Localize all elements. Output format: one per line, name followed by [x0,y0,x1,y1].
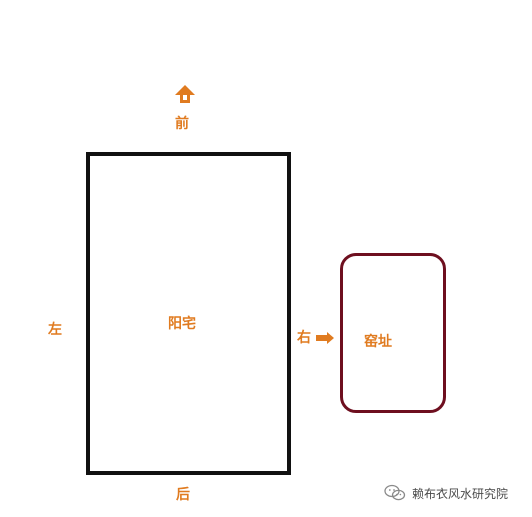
label-right: 右 [297,330,311,346]
house-rectangle [86,152,291,475]
watermark: 赖布衣风水研究院 [384,484,508,502]
label-left: 左 [48,322,62,338]
right-arrow-icon [316,332,334,344]
kiln-site-rectangle [340,253,446,413]
label-back: 后 [176,487,190,503]
label-house: 阳宅 [168,316,196,332]
label-front: 前 [175,116,189,132]
wechat-icon [384,484,406,501]
label-kiln: 窑址 [364,334,392,350]
watermark-text: 赖布衣风水研究院 [412,486,509,501]
up-arrow-icon [175,85,195,103]
